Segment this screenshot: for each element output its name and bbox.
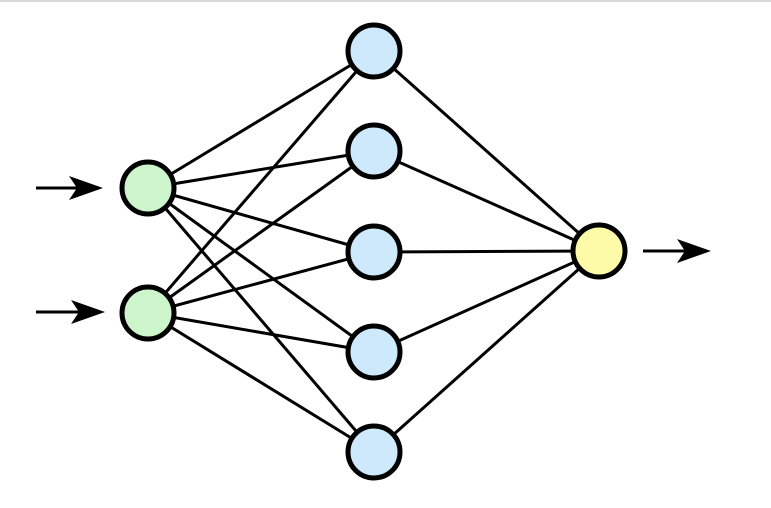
edge-input-1-hidden-3 — [147, 186, 375, 254]
input-node-2 — [119, 284, 177, 342]
edge-input-2-hidden-4 — [147, 311, 375, 354]
output-arrow-head-icon — [677, 239, 711, 263]
edge-hidden-2-output-1 — [373, 149, 600, 253]
hidden-node-2 — [345, 122, 403, 180]
edge-hidden-1-output-1 — [373, 49, 600, 253]
input-arrow-2-head-icon — [71, 300, 105, 324]
edge-input-1-hidden-1 — [147, 49, 375, 190]
edge-input-1-hidden-4 — [147, 186, 375, 354]
edge-hidden-5-output-1 — [373, 249, 600, 454]
edge-input-2-hidden-2 — [147, 149, 375, 315]
input-node-1 — [119, 159, 177, 217]
edge-input-1-hidden-2 — [147, 149, 375, 190]
output-node-1 — [570, 222, 628, 280]
hidden-node-4 — [345, 323, 403, 381]
edge-hidden-3-output-1 — [373, 249, 600, 254]
edge-hidden-4-output-1 — [373, 249, 600, 354]
hidden-node-1 — [345, 22, 403, 80]
edge-input-2-hidden-5 — [147, 311, 375, 454]
edge-input-2-hidden-3 — [147, 250, 375, 315]
edge-input-2-hidden-1 — [146, 50, 376, 314]
hidden-node-3 — [345, 223, 403, 281]
hidden-node-5 — [345, 423, 403, 481]
input-arrow-1-head-icon — [69, 176, 103, 200]
top-border-line — [0, 0, 771, 2]
edge-input-1-hidden-5 — [146, 187, 376, 453]
